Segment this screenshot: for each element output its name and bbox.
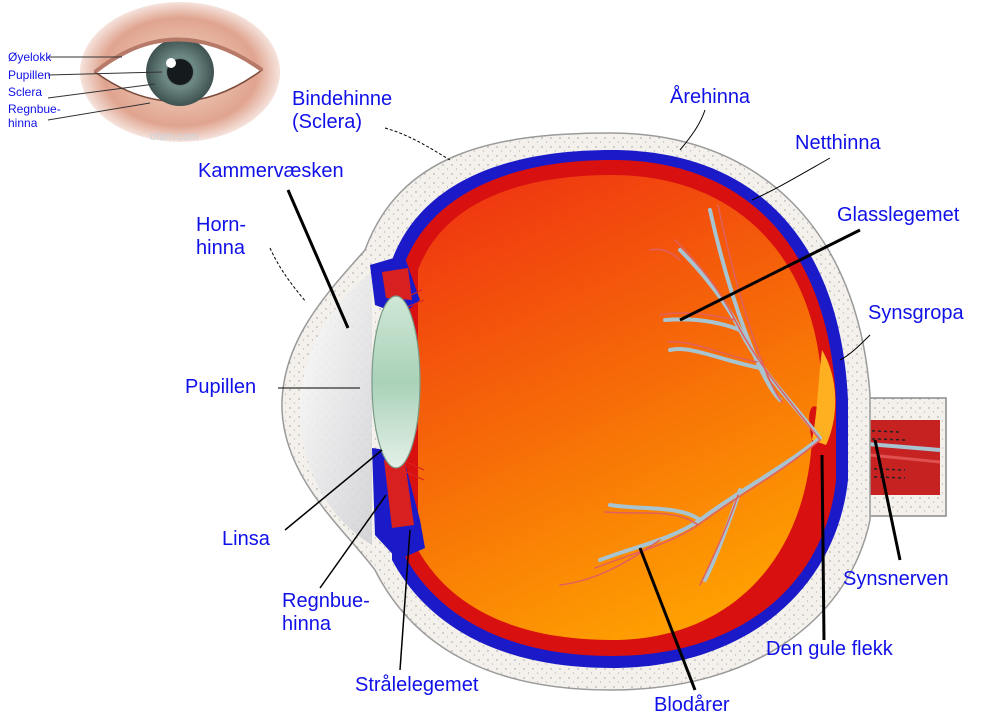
lens-label: Linsa xyxy=(222,528,270,551)
ciliary-body-label: Strålelegemet xyxy=(355,674,478,697)
inset-pupil-label: Pupillen xyxy=(8,68,51,82)
inset-eye-illustration: ofam.com xyxy=(48,2,280,143)
sclera-label: Bindehinne (Sclera) xyxy=(292,88,392,134)
inset-iris-label-line1: Regnbue- xyxy=(8,102,61,116)
fovea-label: Synsgropa xyxy=(868,302,964,325)
cornea-label-line1: Horn- xyxy=(196,214,246,237)
pupil-label: Pupillen xyxy=(185,376,256,399)
svg-text:ofam.com: ofam.com xyxy=(150,131,198,143)
iris-label-line1: Regnbue- xyxy=(282,590,370,613)
aqueous-humor-label: Kammervæsken xyxy=(198,160,344,183)
sclera-label-line1: Bindehinne xyxy=(292,88,392,111)
cornea-label: Horn- hinna xyxy=(196,214,246,260)
retina-label: Netthinna xyxy=(795,132,881,155)
vitreous-body-label: Glasslegemet xyxy=(837,204,959,227)
macula-label: Den gule flekk xyxy=(766,638,893,661)
inset-iris-label: Regnbue- hinna xyxy=(8,102,61,130)
sclera-label-line2: (Sclera) xyxy=(292,111,392,134)
inset-eyelid-label: Øyelokk xyxy=(8,50,51,64)
choroid-label: Årehinna xyxy=(670,86,750,109)
lens xyxy=(372,296,420,468)
iris-label-line2: hinna xyxy=(282,613,370,636)
inset-sclera-label: Sclera xyxy=(8,85,42,99)
blood-vessels-label: Blodårer xyxy=(654,694,730,717)
inset-iris-label-line2: hinna xyxy=(8,116,61,130)
cornea-label-line2: hinna xyxy=(196,237,246,260)
eyeball xyxy=(282,133,870,690)
optic-nerve-label: Synsnerven xyxy=(843,568,949,591)
iris-label: Regnbue- hinna xyxy=(282,590,370,636)
